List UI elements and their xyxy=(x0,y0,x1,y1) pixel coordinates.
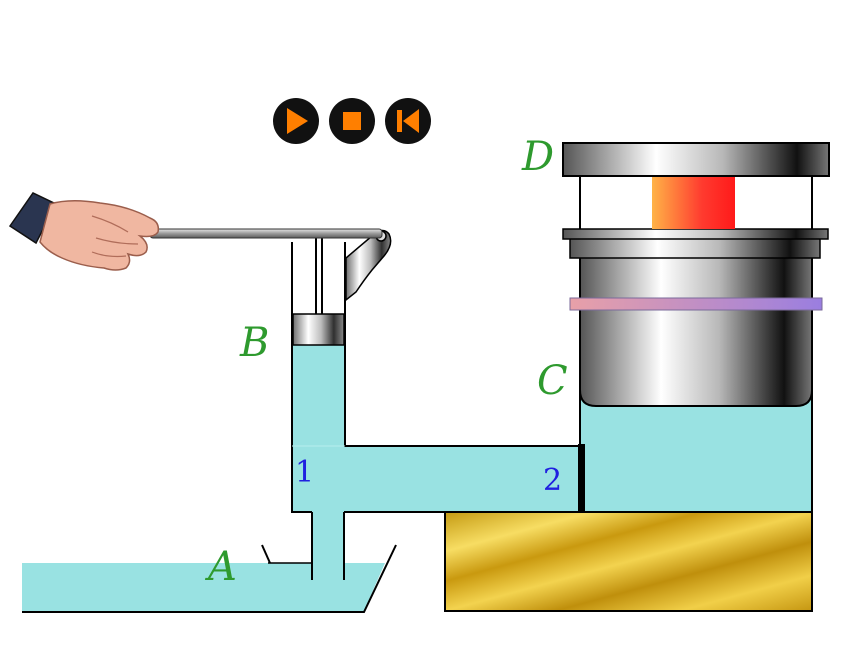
valve-2 xyxy=(578,444,585,512)
lever-bracket xyxy=(345,229,392,302)
reservoir-a xyxy=(22,544,397,613)
small-piston-b xyxy=(292,238,345,346)
seal-band xyxy=(569,297,823,311)
hand-icon xyxy=(8,192,160,271)
label-a: A xyxy=(204,544,237,590)
base-block xyxy=(444,511,813,612)
press-frame-d xyxy=(562,142,830,229)
label-c: C xyxy=(537,358,568,404)
label-b: B xyxy=(239,320,269,366)
skip-back-icon xyxy=(397,109,419,133)
play-button[interactable] xyxy=(273,98,319,144)
play-icon xyxy=(287,108,308,134)
label-d: D xyxy=(521,134,554,180)
label-port-1: 1 xyxy=(295,455,314,490)
connecting-pipe-water xyxy=(292,446,582,512)
stop-icon xyxy=(343,112,361,130)
stop-button[interactable] xyxy=(329,98,375,144)
label-port-2: 2 xyxy=(543,463,562,498)
rewind-button[interactable] xyxy=(385,98,431,144)
large-cylinder-c xyxy=(562,228,829,513)
intake-tube xyxy=(310,497,346,580)
heated-object xyxy=(652,177,735,229)
lever-rod xyxy=(149,228,383,239)
